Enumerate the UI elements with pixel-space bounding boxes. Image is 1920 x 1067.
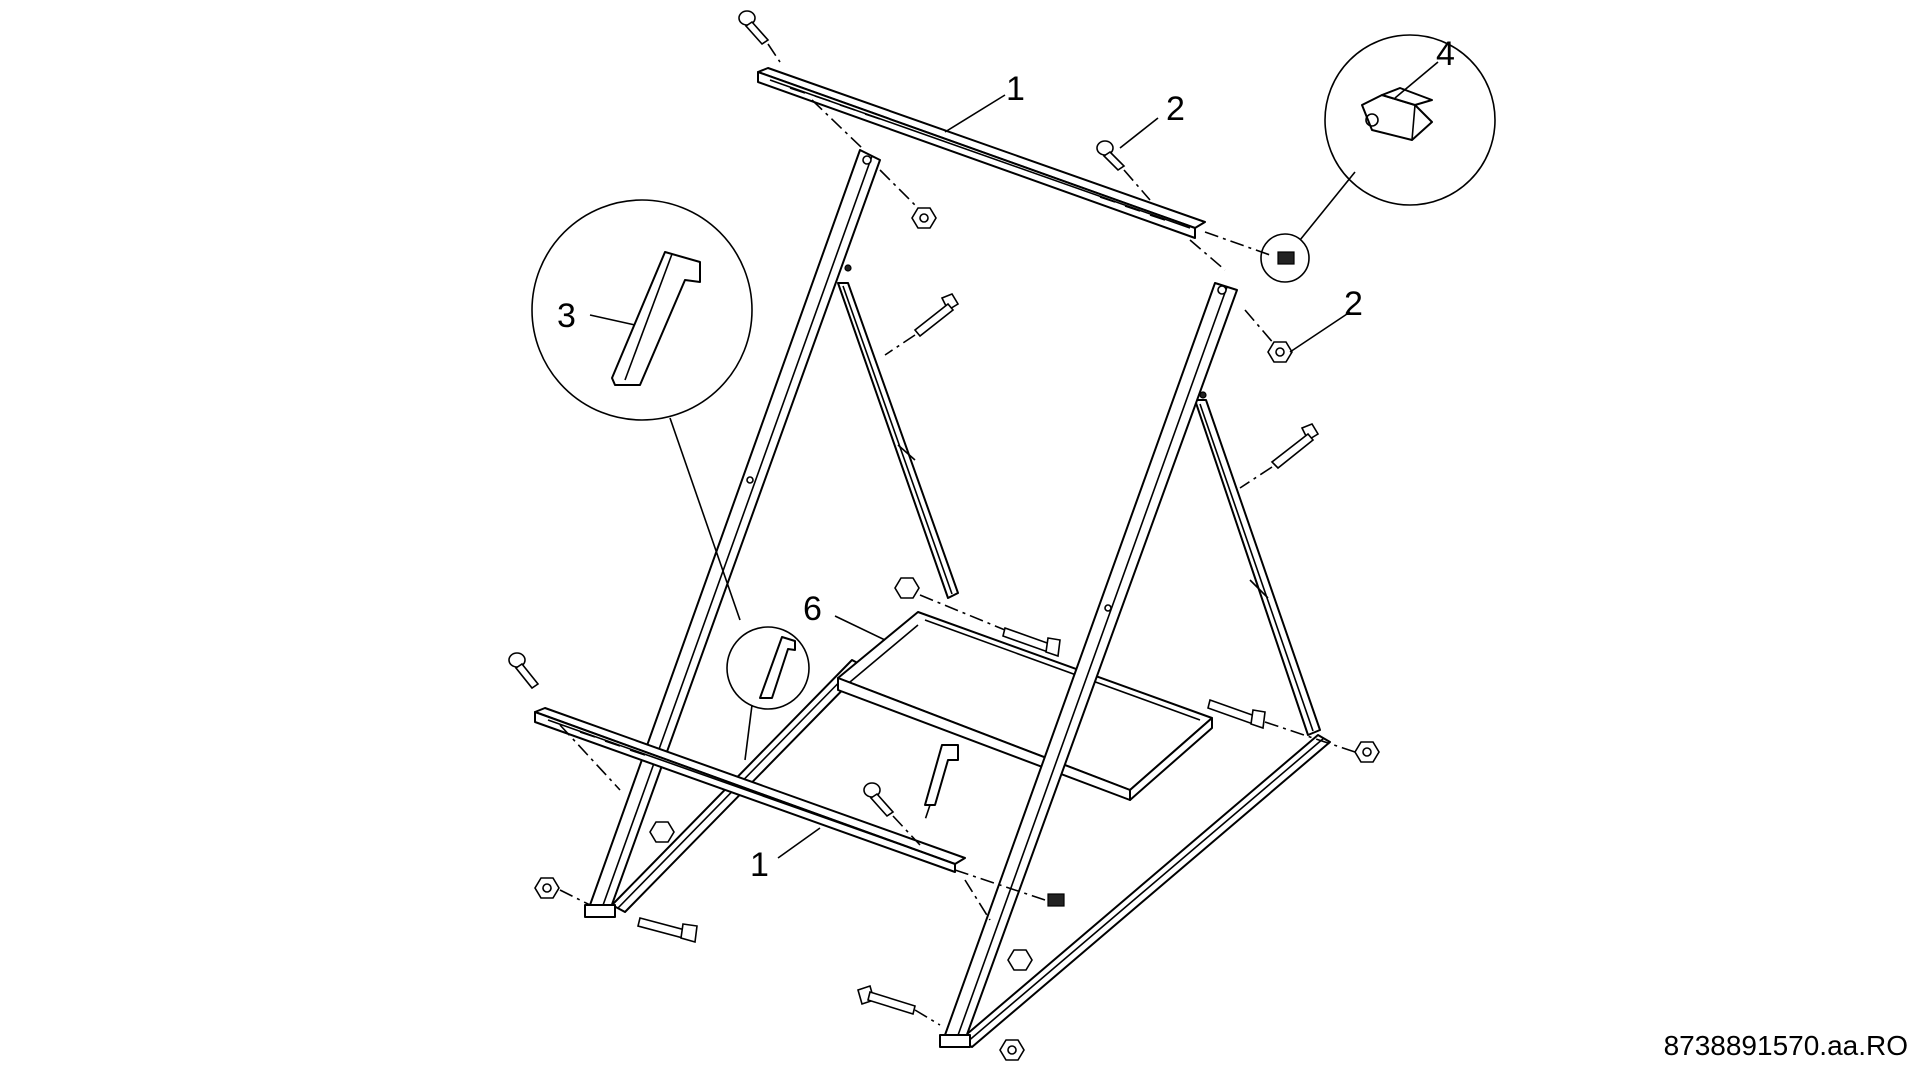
detail-circle-hook-small — [726, 626, 810, 710]
nut-foot-right — [999, 1039, 1025, 1061]
axis-line — [879, 169, 916, 206]
bolt-tray — [1002, 626, 1061, 658]
detail-circle-clamp-small — [1260, 233, 1310, 283]
detail-circle-clamp — [1324, 34, 1496, 206]
detail-leader-clamp — [1299, 171, 1356, 241]
axis-line — [954, 869, 1046, 901]
callout-tray: 6 — [803, 590, 822, 628]
leader-nut-right — [1289, 311, 1351, 353]
axis-line — [559, 724, 621, 791]
clamp-top — [1277, 251, 1295, 265]
clamp-bottom — [1047, 893, 1065, 907]
bolt-right-strut — [1270, 423, 1320, 470]
callout-nut-right: 2 — [1344, 285, 1363, 323]
screw-top-left — [738, 10, 770, 46]
callout-clamp-detail: 4 — [1436, 35, 1455, 73]
detail-leader-hook-small — [744, 704, 753, 761]
bolt-foot-right — [857, 984, 916, 1016]
axis-line — [884, 334, 916, 356]
leader-screw-top — [1119, 117, 1159, 149]
axis-line — [1264, 721, 1356, 753]
callout-hook-detail: 3 — [557, 297, 576, 335]
nut-bottom-right-leg — [1007, 949, 1033, 971]
bolt-rear-right — [1207, 698, 1266, 730]
main-leg-left — [584, 149, 881, 918]
axis-line — [1189, 239, 1226, 271]
main-leg-right — [939, 282, 1238, 1048]
callout-screw-top: 2 — [1166, 90, 1185, 128]
document-number: 8738891570.aa.RO — [1664, 1030, 1908, 1061]
axis-line — [964, 879, 991, 921]
screw-top-right — [1096, 140, 1126, 172]
mounting-rail-top — [757, 67, 1206, 239]
nut-rear-right — [1354, 741, 1380, 763]
leader-hook-detail — [589, 314, 636, 326]
screw-bottom-mid — [863, 782, 895, 818]
nut-foot-left — [534, 877, 560, 899]
axis-line — [1244, 309, 1276, 346]
detail-circle-hook — [531, 199, 753, 421]
axis-line — [914, 1009, 941, 1026]
axis-line — [892, 815, 921, 846]
axis-line — [1123, 169, 1151, 201]
rear-diagonal-strut-right — [1194, 399, 1321, 736]
axis-line — [559, 889, 591, 906]
callout-rail-top: 1 — [1006, 70, 1025, 108]
leader-rail-bottom — [777, 827, 821, 859]
detail-leader-hook — [669, 417, 741, 621]
mounting-rail-bottom — [534, 707, 966, 873]
callout-rail-bottom: 1 — [750, 846, 769, 884]
nut-tray-left — [894, 577, 920, 599]
leader-clamp-detail — [1394, 61, 1439, 99]
axis-line — [811, 99, 863, 149]
nut-bottom-left — [649, 821, 675, 843]
axis-line — [1239, 466, 1273, 489]
leader-rail-top — [944, 94, 1006, 133]
rear-diagonal-strut-left — [837, 282, 959, 599]
axis-line — [767, 43, 781, 63]
bolt-foot-left — [637, 917, 698, 944]
leader-tray — [834, 615, 886, 641]
hook-loose — [924, 744, 959, 806]
nut-top-left — [911, 207, 937, 229]
nut-top-right — [1267, 341, 1293, 363]
axis-line — [924, 804, 931, 821]
screw-bottom-left — [508, 652, 540, 690]
bolt-left-strut — [913, 293, 960, 338]
axis-line — [1204, 231, 1271, 256]
